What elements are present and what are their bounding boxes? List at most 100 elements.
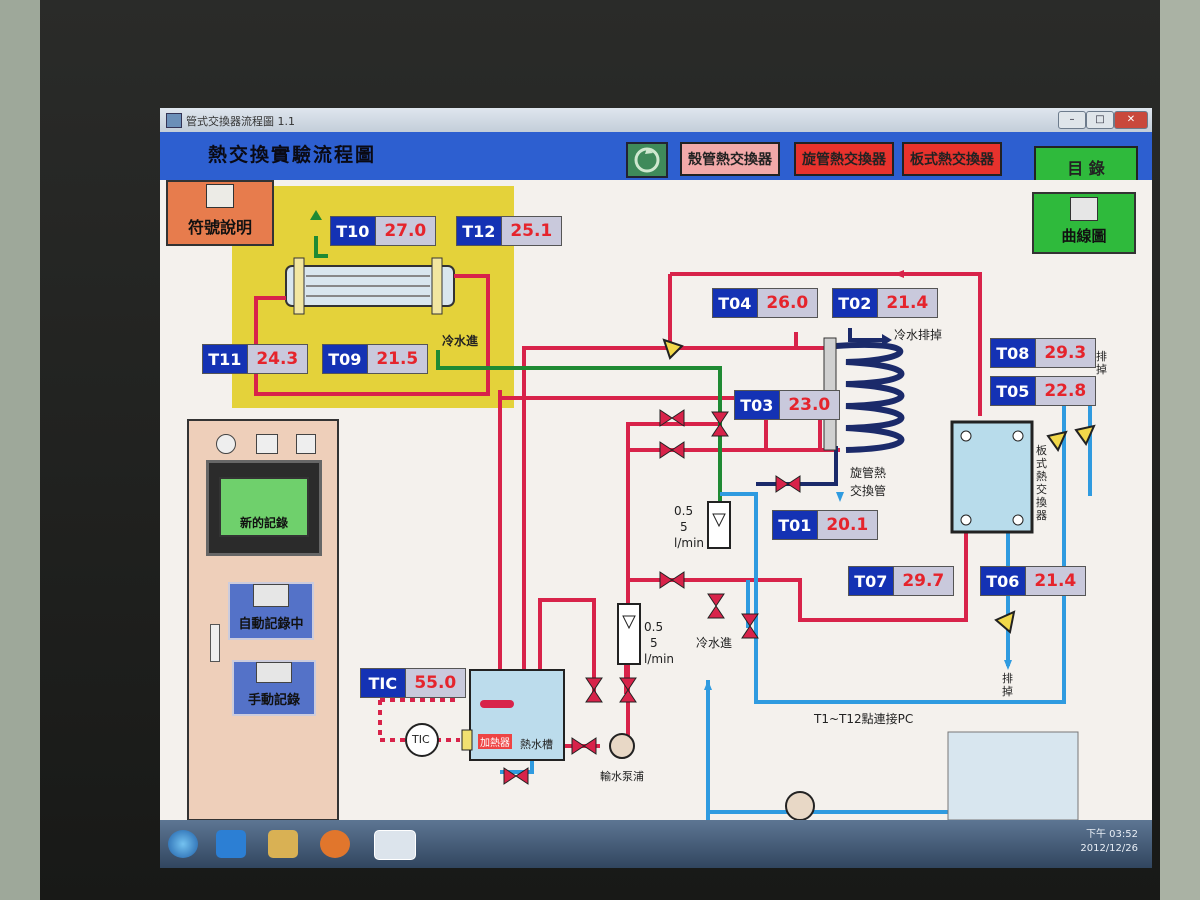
up-arrow-icon [310, 210, 322, 220]
drain-right-label: 排掉 [1096, 350, 1107, 376]
tab-shell-tube[interactable]: 殼管熱交換器 [680, 142, 780, 176]
valve-icon [741, 613, 759, 639]
dark-pipe [848, 328, 882, 342]
start-button[interactable] [168, 830, 198, 858]
hand-icon [256, 662, 292, 683]
check-valve-icon [994, 610, 1016, 634]
media-player-icon[interactable] [320, 830, 350, 858]
manual-record-button[interactable]: 手動記錄 [232, 660, 316, 716]
symbol-legend-label: 符號說明 [187, 218, 252, 237]
new-record-button[interactable]: 新的記錄 [219, 477, 309, 537]
taskbar: 下午 03:52 2012/12/26 [160, 820, 1152, 868]
clock-time[interactable]: 下午 03:52 [1086, 829, 1138, 840]
valve-icon [659, 571, 685, 589]
clock-date[interactable]: 2012/12/26 [1080, 843, 1138, 854]
square-icon [296, 434, 316, 454]
cooling-tower [947, 731, 1079, 820]
valve-icon [503, 767, 529, 785]
scroll-handle[interactable] [210, 624, 220, 662]
green-pipes [314, 236, 722, 510]
hot-tank-label: 熱水槽 [520, 738, 553, 751]
screen: 管式交換器流程圖 1.1 – □ ✕ 熱交換實驗流程圖 殼管熱交換器 旋管熱交換… [160, 108, 1152, 868]
new-record-screen: 新的記錄 [206, 460, 322, 556]
window-title: 管式交換器流程圖 1.1 [186, 115, 295, 128]
minimize-button[interactable]: – [1058, 111, 1086, 129]
auto-record-button[interactable]: 自動記錄中 [228, 582, 314, 640]
cold-pipe [720, 402, 1066, 704]
app-task-icon[interactable] [374, 830, 416, 860]
tab-coil[interactable]: 旋管熱交換器 [794, 142, 894, 176]
check-valve-icon [1046, 430, 1068, 453]
system-tray: 下午 03:52 2012/12/26 [1080, 828, 1138, 856]
indicator-light [216, 434, 236, 454]
control-signal [378, 700, 406, 742]
flange-right [431, 257, 443, 315]
flow-2-min: 0.5 [644, 620, 664, 634]
auto-record-label: 自動記錄中 [238, 617, 304, 632]
hot-pipe [670, 272, 982, 416]
left-arrow-icon [894, 270, 904, 278]
green-pipe [436, 350, 722, 510]
browser-icon[interactable] [216, 830, 246, 858]
tic-circle-label: TIC [412, 733, 430, 746]
cold-out-label: 冷水排掉 [894, 328, 943, 342]
heater-label: 加熱器 [478, 734, 512, 749]
flow-meter-1-float [712, 513, 726, 528]
arrows [310, 210, 322, 220]
green-pipe [314, 236, 328, 258]
check-valves [662, 338, 1096, 634]
up-arrow-icon [704, 680, 712, 690]
coil-hx-label: 旋管熱 交換管 [850, 466, 887, 498]
bottom-pump-icon [785, 791, 815, 820]
flow-1-max: 5 [680, 520, 688, 534]
coil-exchanger [835, 341, 905, 453]
cold-in-top-label: 冷水進 [442, 334, 479, 348]
tab-plate[interactable]: 板式熱交換器 [902, 142, 1002, 176]
valve-icon [585, 677, 603, 703]
wall-right [1160, 0, 1200, 900]
flow-2-unit: l/min [644, 652, 675, 666]
pump-label: 輸水泵浦 [600, 770, 644, 783]
drip-icon [836, 492, 844, 502]
app-icon [166, 113, 182, 128]
plate-port [1012, 430, 1024, 442]
down-arrow-icon [1004, 660, 1012, 670]
hot-pipe [628, 528, 968, 622]
close-button[interactable]: ✕ [1114, 111, 1148, 129]
pc-connection-note: T1~T12點連接PC [814, 712, 914, 726]
curve-chart-label: 曲線圖 [1061, 227, 1107, 245]
plate-hx-label: 板式熱交換器 [1036, 444, 1047, 522]
cold-in-bottom-label: 冷水進 [696, 636, 733, 650]
flow-2-max: 5 [650, 636, 658, 650]
recycle-icon[interactable] [626, 142, 668, 178]
hot-pipe [522, 346, 830, 720]
heater-element [480, 700, 514, 708]
valves [503, 409, 801, 785]
tic-controller-icon [405, 723, 439, 757]
disk-icon [1070, 197, 1098, 221]
folder-icon[interactable] [268, 830, 298, 858]
hot-pipe [254, 274, 490, 396]
valve-icon [659, 441, 685, 459]
valve-icon [707, 593, 725, 619]
maximize-button[interactable]: □ [1086, 111, 1114, 129]
page-title: 熱交換實驗流程圖 [208, 144, 377, 166]
valve-icon [775, 475, 801, 493]
curve-chart-button[interactable]: 曲線圖 [1032, 192, 1136, 254]
flange-left [293, 257, 305, 315]
symbol-legend-button[interactable]: 符號說明 [166, 180, 274, 246]
valve-icon [659, 409, 685, 427]
check-valve-icon [1074, 424, 1096, 447]
valve-icon [711, 411, 729, 437]
